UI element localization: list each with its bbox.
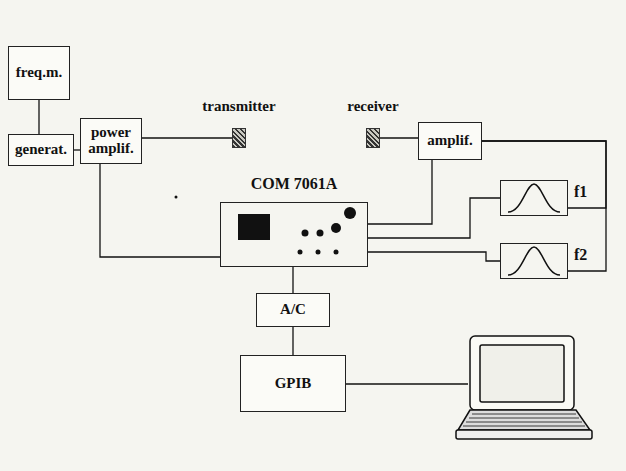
signal-wire [142, 138, 232, 139]
signal-wire [100, 164, 220, 257]
box-label: generat. [15, 142, 67, 158]
filter-curve [508, 184, 560, 212]
wire-line [368, 198, 500, 238]
process-box: generat. [8, 134, 74, 166]
wire-line [368, 252, 500, 261]
instrument-button [316, 250, 321, 255]
wire-line [292, 267, 293, 293]
transducer-block: transmitter [232, 128, 246, 148]
device-label: COM 7061A [251, 175, 338, 193]
process-box: amplif. [418, 122, 482, 160]
laptop-computer [456, 336, 592, 439]
speck [175, 196, 178, 199]
wire-line [380, 137, 418, 138]
process-box: freq.m. [8, 46, 70, 100]
instrument-knob [302, 230, 309, 237]
process-box: power amplif. [80, 118, 142, 164]
filter-box: f2 [500, 243, 568, 279]
bus-wire [346, 383, 468, 384]
instrument-knob [331, 223, 341, 233]
wire-line [292, 327, 293, 355]
wire-line [142, 137, 232, 138]
filter-label: f2 [574, 246, 587, 264]
signal-wire [368, 160, 432, 224]
instrument-knob [344, 207, 356, 219]
box-label: freq.m. [16, 65, 62, 81]
filter-curve [508, 247, 560, 275]
signal-wire [368, 252, 500, 261]
wire-line [100, 164, 220, 257]
filter-label: f1 [574, 183, 587, 201]
process-box: A/C [256, 293, 330, 327]
signal-wire [293, 327, 294, 355]
device-label: receiver [347, 98, 398, 115]
instrument-box: COM 7061A [220, 202, 368, 267]
instrument-screen [238, 214, 270, 240]
device-label: transmitter [202, 98, 275, 115]
box-label: power amplif. [85, 125, 137, 157]
box-label: amplif. [427, 133, 472, 149]
wire-line [38, 100, 39, 134]
filter-box: f1 [500, 180, 568, 216]
signal-wire [380, 138, 418, 139]
instrument-button [298, 250, 303, 255]
instrument-knob [317, 230, 324, 237]
box-label: A/C [280, 302, 306, 318]
signal-wire [368, 198, 500, 238]
wire-line [368, 160, 432, 224]
box-label: GPIB [275, 376, 312, 392]
transducer-block: receiver [366, 128, 380, 148]
signal-wire [293, 267, 294, 293]
signal-wire [39, 100, 40, 134]
process-box: GPIB [240, 355, 346, 412]
instrument-button [334, 250, 339, 255]
